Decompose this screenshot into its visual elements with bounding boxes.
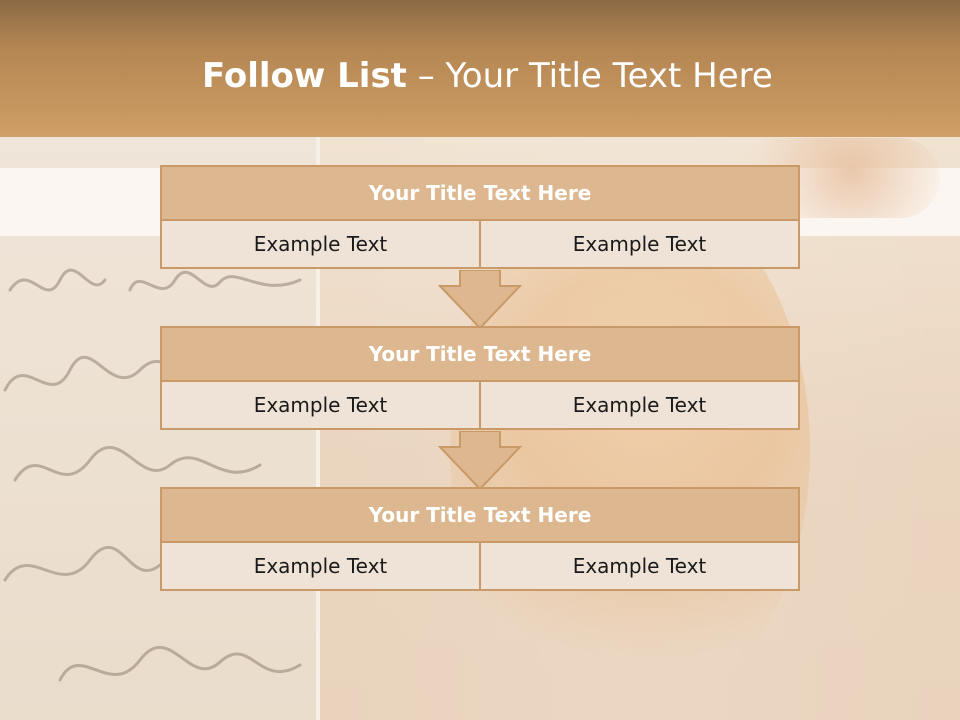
page-title-bold: Follow List (202, 56, 407, 96)
step-title: Your Title Text Here (160, 326, 800, 382)
step-row: Example Text Example Text (160, 221, 800, 269)
step-row: Example Text Example Text (160, 382, 800, 430)
step-text-left: Example Text (253, 232, 388, 256)
step-text-right: Example Text (479, 382, 798, 428)
step-row: Example Text Example Text (160, 543, 800, 591)
down-arrow-icon (438, 270, 522, 330)
step-block-2: Your Title Text Here Example Text Exampl… (160, 326, 800, 430)
page-title: Follow List – Your Title Text Here (202, 52, 773, 100)
title-bar: Follow List – Your Title Text Here (0, 0, 960, 137)
step-text-left: Example Text (253, 393, 388, 417)
step-text-right: Example Text (479, 221, 798, 267)
page-title-rest: – Your Title Text Here (406, 56, 773, 96)
step-title: Your Title Text Here (160, 487, 800, 543)
step-block-1: Your Title Text Here Example Text Exampl… (160, 165, 800, 269)
step-block-3: Your Title Text Here Example Text Exampl… (160, 487, 800, 591)
step-text-left: Example Text (253, 554, 388, 578)
down-arrow-icon (438, 431, 522, 491)
step-text-right: Example Text (479, 543, 798, 589)
background-handwriting-image (3, 268, 302, 682)
step-title: Your Title Text Here (160, 165, 800, 221)
